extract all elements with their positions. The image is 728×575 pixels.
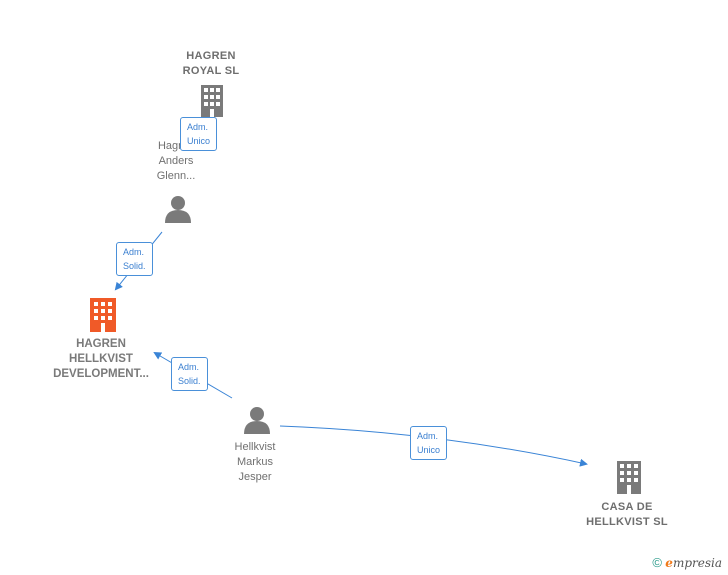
- building-icon-focus[interactable]: [90, 298, 116, 332]
- edge-label-adm-solid: Adm. Solid.: [116, 242, 153, 276]
- footer-brand[interactable]: © empresia: [652, 555, 722, 570]
- person-icon[interactable]: [244, 407, 270, 434]
- copyright-icon: ©: [652, 555, 662, 570]
- building-icon[interactable]: [617, 461, 641, 494]
- edge-label-adm-solid: Adm. Solid.: [171, 357, 208, 391]
- node-label-hagren-anders[interactable]: Hagren Anders Glenn...: [156, 140, 196, 182]
- person-icon[interactable]: [165, 196, 191, 223]
- node-label-casa-hellkvist[interactable]: CASA DE HELLKVIST SL: [586, 501, 668, 528]
- brand-logo: empresia: [665, 556, 722, 570]
- node-label-hagren-hellkvist[interactable]: HAGREN HELLKVIST DEVELOPMENT...: [53, 338, 149, 380]
- edge-label-adm-unico: Adm. Unico: [410, 426, 448, 460]
- node-label-hellkvist-markus[interactable]: Hellkvist Markus Jesper: [234, 441, 276, 483]
- building-icon[interactable]: [201, 85, 223, 117]
- edge-label-adm-unico: Adm. Unico: [180, 117, 218, 151]
- node-label-hagren-royal[interactable]: HAGREN ROYAL SL: [182, 50, 240, 77]
